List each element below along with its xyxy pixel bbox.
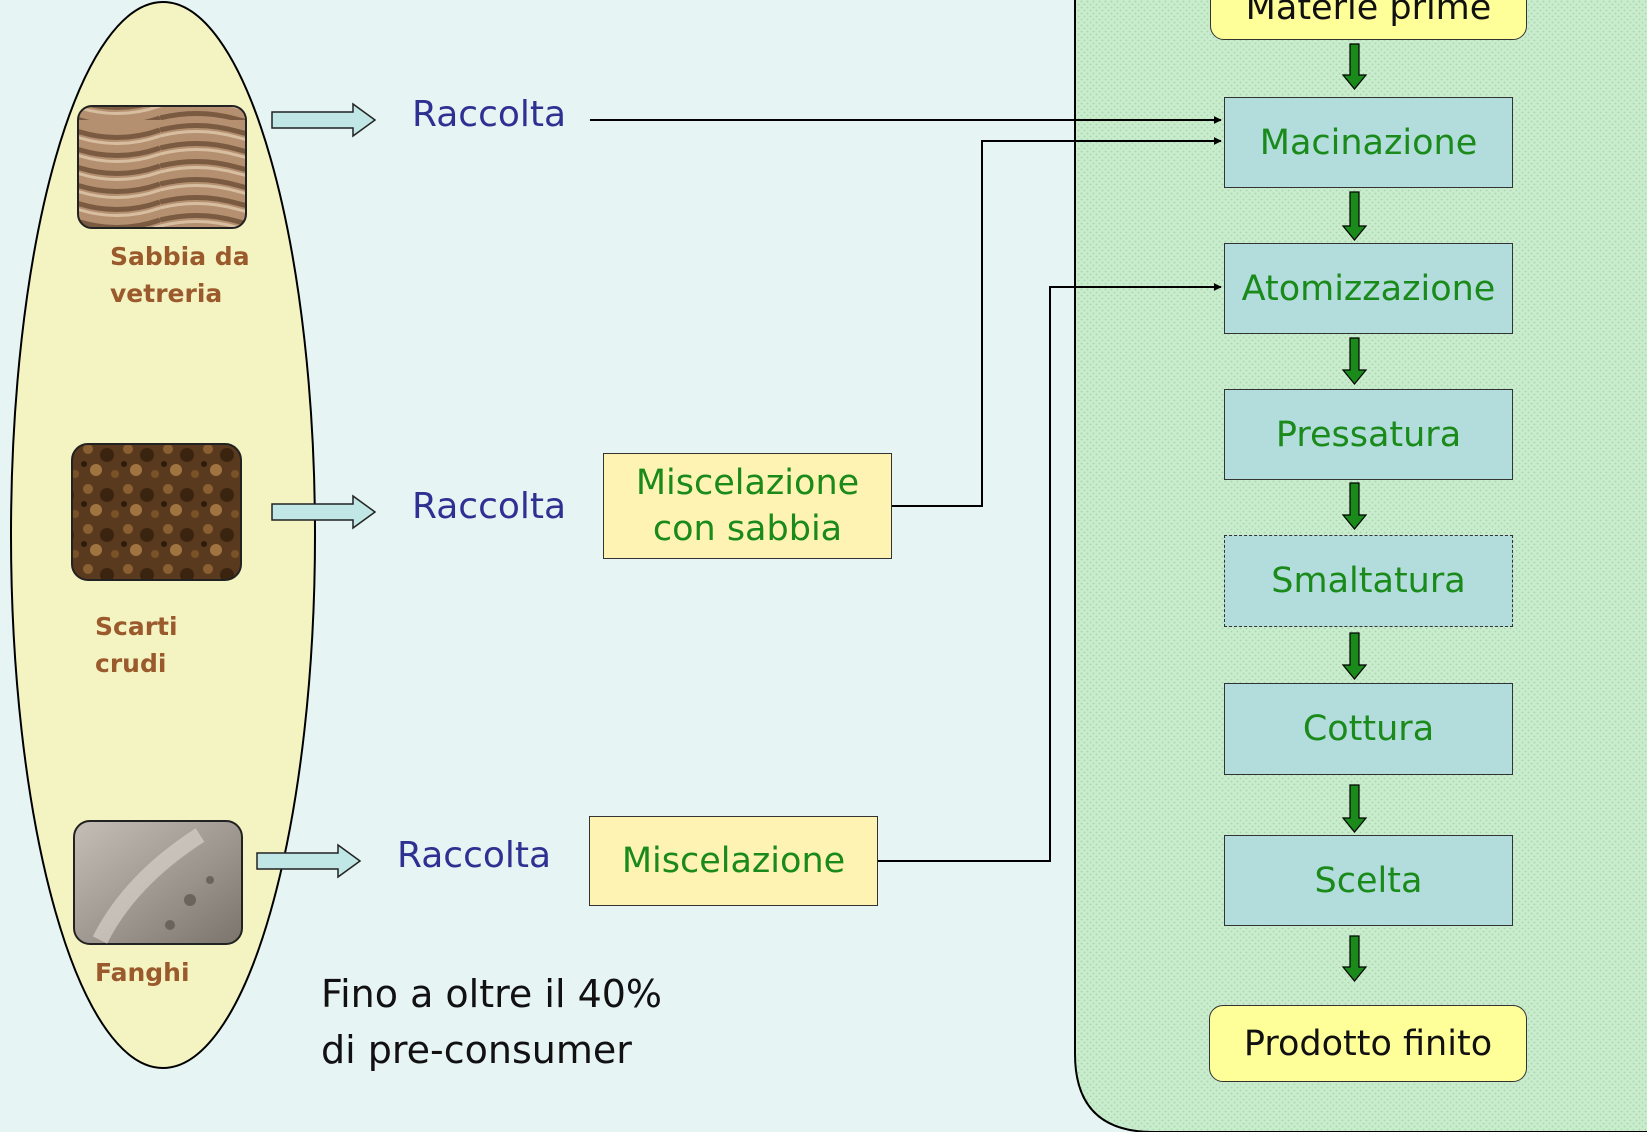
connector-mix-sand — [891, 137, 1222, 507]
collection-label-2: Raccolta — [412, 486, 567, 527]
collection-label-1: Raccolta — [412, 94, 567, 135]
step-firing: Cottura — [1224, 683, 1513, 775]
block-arrow-2 — [271, 494, 377, 530]
sludge-image — [73, 820, 243, 945]
finished-product-box: Prodotto finito — [1209, 1005, 1527, 1082]
step-pressing: Pressatura — [1224, 389, 1513, 480]
step-atomization: Atomizzazione — [1224, 243, 1513, 334]
block-arrow-1 — [271, 102, 377, 138]
pre-consumer-note: Fino a oltre il 40%di pre-consumer — [321, 972, 663, 1072]
collection-label-3: Raccolta — [397, 835, 552, 876]
step-grinding: Macinazione — [1224, 97, 1513, 188]
step-sorting: Scelta — [1224, 835, 1513, 926]
source-label-sludge: Fanghi — [95, 958, 190, 987]
mix-box: Miscelazione — [589, 816, 878, 906]
sand-image — [77, 105, 247, 229]
step-glazing: Smaltatura — [1224, 535, 1513, 627]
block-arrow-3 — [256, 843, 362, 879]
raw-scrap-image — [71, 443, 242, 581]
process-down-arrows — [1341, 43, 1368, 982]
raw-materials-box: Materie prime — [1210, 0, 1527, 40]
connector-mix — [877, 283, 1222, 862]
